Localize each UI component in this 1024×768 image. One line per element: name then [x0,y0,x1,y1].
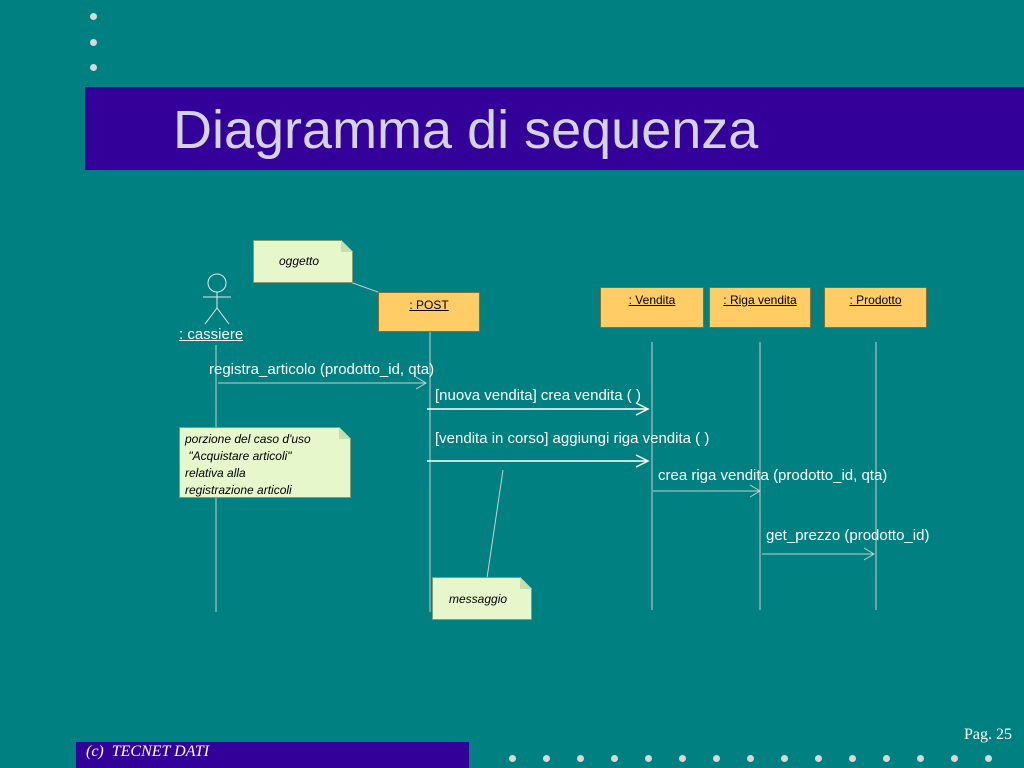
message-arrow [427,402,650,416]
note-text: messaggio [449,592,508,606]
decor-dot [90,64,97,71]
note-line: registrazione articoli [185,483,292,497]
decor-dot [645,755,652,762]
decor-dot [90,39,97,46]
object-riga-vendita: : Riga vendita [709,287,811,328]
note-line: relativa alla [185,466,246,480]
decor-dot [611,755,618,762]
note-porzione: porzione del caso d'uso "Acquistare arti… [179,427,351,498]
decor-dot [509,755,516,762]
object-label: : Riga vendita [723,293,797,307]
note-oggetto: oggetto [253,240,353,283]
message-arrow [762,547,875,561]
note-line: porzione del caso d'uso [185,432,311,446]
stick-figure-icon [203,273,231,325]
message-label: crea riga vendita (prodotto_id, qta) [658,467,888,484]
page-number: Pag. 25 [964,726,1012,743]
decor-dot [917,755,924,762]
object-label: : Prodotto [849,293,902,307]
message-arrow [218,376,427,390]
decor-dot [951,755,958,762]
decor-dot [713,755,720,762]
decor-dot [849,755,856,762]
object-label: : POST [409,298,449,312]
note-connector-messaggio [486,469,504,579]
decor-dot [577,755,584,762]
slide-title: Diagramma di sequenza [173,100,759,160]
message-arrow [653,484,761,498]
message-arrow [427,454,650,468]
message-label: [vendita in corso] aggiungi riga vendita… [435,430,710,447]
note-text: oggetto [279,254,320,268]
title-bar: Diagramma di sequenza [85,87,1024,170]
object-vendita: : Vendita [600,287,704,328]
note-messaggio: messaggio [432,577,532,620]
object-post: : POST [378,292,480,332]
decor-dot [90,13,97,20]
message-label: [nuova vendita] crea vendita ( ) [435,387,641,404]
object-label: : Vendita [628,293,676,307]
note-line: "Acquistare articoli" [185,449,292,463]
object-prodotto: : Prodotto [824,287,927,328]
message-label: get_prezzo (prodotto_id) [766,527,930,544]
decor-dot [781,755,788,762]
footer-bar: (c) TECNET DATI [76,742,469,768]
decor-dot [543,755,550,762]
decor-dot [815,755,822,762]
decor-dot [883,755,890,762]
decor-dot [679,755,686,762]
decor-dot [985,755,992,762]
actor-label: : cassiere [179,326,244,343]
decor-dot [747,755,754,762]
message-label: registra_articolo (prodotto_id, qta) [209,361,435,378]
footer-copyright: (c) TECNET DATI [86,743,210,760]
